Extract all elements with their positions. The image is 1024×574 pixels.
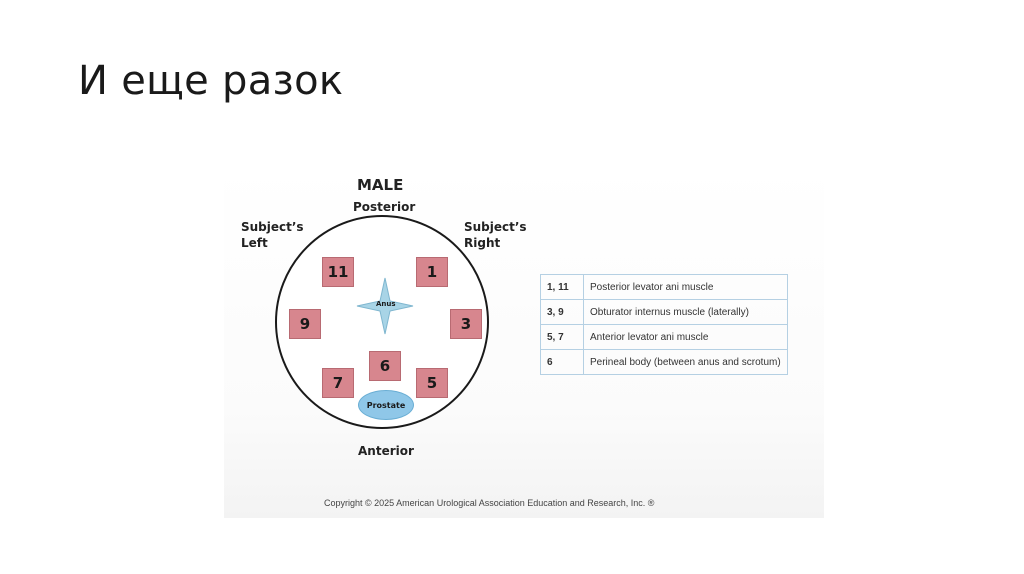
table-row: 3, 9 Obturator internus muscle (laterall… — [540, 299, 788, 325]
legend-positions: 6 — [540, 349, 584, 375]
legend-description: Posterior levator ani muscle — [583, 274, 788, 300]
legend-description: Obturator internus muscle (laterally) — [583, 299, 788, 325]
prostate-ellipse: Prostate — [358, 390, 414, 420]
anterior-label: Anterior — [358, 444, 414, 458]
position-box-6: 6 — [369, 351, 401, 381]
position-box-11: 11 — [322, 257, 354, 287]
position-box-1: 1 — [416, 257, 448, 287]
subject-right-label: Subject’s Right — [464, 220, 527, 250]
anus-star-icon — [356, 277, 414, 335]
table-row: 5, 7 Anterior levator ani muscle — [540, 324, 788, 350]
legend-positions: 1, 11 — [540, 274, 584, 300]
slide-title: И еще разок — [78, 58, 344, 104]
legend-description: Anterior levator ani muscle — [583, 324, 788, 350]
subject-left-label: Subject’s Left — [241, 220, 304, 250]
posterior-label: Posterior — [353, 200, 416, 214]
anatomy-figure: MALE Posterior Subject’s Left Subject’s … — [224, 164, 824, 518]
diagram-title: MALE — [357, 176, 404, 194]
legend-positions: 3, 9 — [540, 299, 584, 325]
legend-positions: 5, 7 — [540, 324, 584, 350]
position-box-7: 7 — [322, 368, 354, 398]
legend-description: Perineal body (between anus and scrotum) — [583, 349, 788, 375]
legend-table: 1, 11 Posterior levator ani muscle 3, 9 … — [540, 274, 788, 375]
position-box-5: 5 — [416, 368, 448, 398]
position-box-9: 9 — [289, 309, 321, 339]
table-row: 6 Perineal body (between anus and scrotu… — [540, 349, 788, 375]
copyright-notice: Copyright © 2025 American Urological Ass… — [324, 498, 655, 508]
anus-label: Anus — [376, 300, 396, 308]
position-box-3: 3 — [450, 309, 482, 339]
table-row: 1, 11 Posterior levator ani muscle — [540, 274, 788, 300]
prostate-label: Prostate — [366, 400, 406, 410]
